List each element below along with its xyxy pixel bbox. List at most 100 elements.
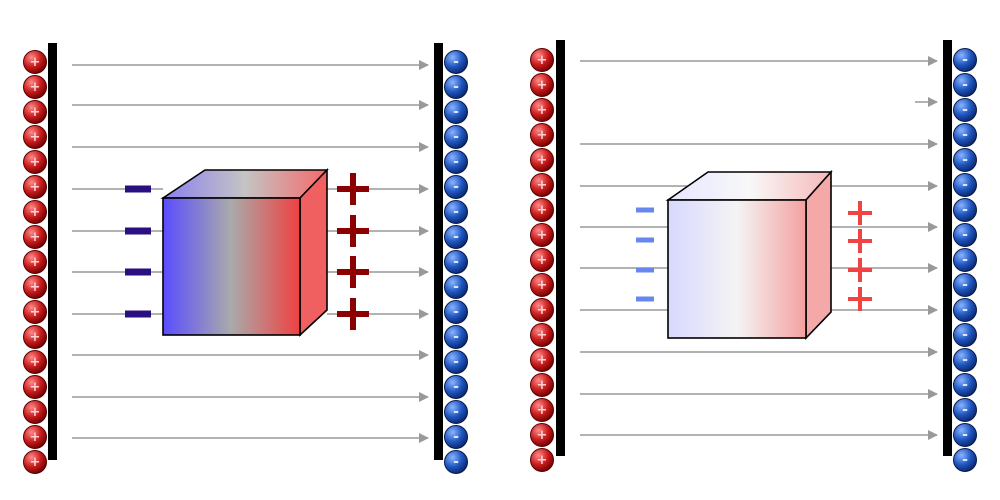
positive-charge: + — [23, 325, 47, 349]
block-top-face — [160, 169, 329, 199]
induced-minus-sign — [636, 237, 654, 243]
conductor-panel: +++++++++++++++++ ----------------- — [23, 43, 468, 474]
induced-positive-charges — [337, 173, 369, 330]
positive-charge: + — [23, 400, 47, 424]
negative-charge: - — [953, 348, 977, 372]
positive-charge: + — [23, 375, 47, 399]
positive-charge: + — [530, 73, 554, 97]
positive-charge: + — [530, 98, 554, 122]
positive-charge: + — [530, 448, 554, 472]
negative-plate — [943, 40, 952, 456]
negative-charge: - — [953, 423, 977, 447]
positive-charge: + — [23, 350, 47, 374]
negative-charge: - — [444, 375, 468, 399]
negative-charge: - — [953, 398, 977, 422]
induced-plus-sign — [337, 173, 369, 205]
induced-plus-sign — [337, 298, 369, 330]
negative-charge: - — [444, 225, 468, 249]
positive-plate — [48, 43, 57, 460]
negative-charge: - — [444, 200, 468, 224]
positive-plate-charges: +++++++++++++++++ — [23, 50, 47, 474]
block-side-face — [299, 168, 328, 337]
negative-charge: - — [444, 325, 468, 349]
block-front-face — [667, 199, 807, 339]
negative-charge: - — [444, 300, 468, 324]
negative-charge: - — [953, 298, 977, 322]
positive-charge: + — [530, 123, 554, 147]
negative-charge: - — [953, 448, 977, 472]
induced-plus-sign — [848, 258, 872, 282]
induced-negative-charges — [125, 185, 151, 318]
negative-charge: - — [444, 450, 468, 474]
induced-minus-sign — [636, 207, 654, 213]
conductor-block — [160, 168, 329, 337]
negative-charge: - — [444, 425, 468, 449]
negative-charge: - — [953, 148, 977, 172]
negative-charge: - — [953, 273, 977, 297]
induced-minus-sign — [125, 227, 151, 235]
negative-charge: - — [444, 275, 468, 299]
negative-plate-charges: ----------------- — [953, 48, 977, 472]
positive-charge: + — [530, 373, 554, 397]
positive-charge: + — [23, 250, 47, 274]
negative-charge: - — [953, 323, 977, 347]
positive-charge: + — [530, 48, 554, 72]
positive-charge: + — [530, 273, 554, 297]
positive-plate — [556, 40, 565, 456]
induced-minus-sign — [125, 185, 151, 193]
induced-plus-sign — [848, 201, 872, 225]
induced-positive-charges — [848, 201, 872, 311]
block-side-face — [805, 169, 832, 340]
positive-charge: + — [23, 425, 47, 449]
positive-charge: + — [23, 175, 47, 199]
positive-charge: + — [530, 223, 554, 247]
positive-charge: + — [530, 398, 554, 422]
negative-charge: - — [444, 250, 468, 274]
negative-charge: - — [444, 350, 468, 374]
block-front-face — [162, 197, 301, 336]
induced-plus-sign — [337, 256, 369, 288]
positive-charge: + — [23, 50, 47, 74]
positive-charge: + — [530, 148, 554, 172]
positive-charge: + — [530, 173, 554, 197]
positive-charge: + — [23, 300, 47, 324]
negative-charge: - — [444, 75, 468, 99]
induced-plus-sign — [337, 215, 369, 247]
positive-charge: + — [530, 423, 554, 447]
negative-charge: - — [953, 223, 977, 247]
negative-charge: - — [953, 173, 977, 197]
dielectric-panel: +++++++++++++++++ ----------------- — [530, 40, 977, 472]
positive-charge: + — [530, 323, 554, 347]
induced-minus-sign — [125, 310, 151, 318]
negative-charge: - — [953, 73, 977, 97]
positive-charge: + — [23, 225, 47, 249]
negative-charge: - — [444, 150, 468, 174]
induced-minus-sign — [125, 268, 151, 276]
negative-plate — [434, 43, 443, 460]
positive-plate-charges: +++++++++++++++++ — [530, 48, 554, 472]
induced-plus-sign — [848, 229, 872, 253]
negative-charge: - — [953, 373, 977, 397]
positive-charge: + — [23, 75, 47, 99]
positive-charge: + — [23, 450, 47, 474]
positive-charge: + — [530, 198, 554, 222]
negative-charge: - — [953, 98, 977, 122]
block-top-face — [665, 171, 833, 201]
positive-charge: + — [23, 200, 47, 224]
positive-charge: + — [23, 125, 47, 149]
induced-negative-charges — [636, 207, 654, 302]
induced-minus-sign — [636, 296, 654, 302]
negative-charge: - — [444, 100, 468, 124]
negative-charge: - — [444, 400, 468, 424]
negative-charge: - — [444, 175, 468, 199]
positive-charge: + — [530, 248, 554, 272]
negative-charge: - — [953, 198, 977, 222]
positive-charge: + — [530, 298, 554, 322]
dielectric-block — [665, 169, 833, 340]
negative-charge: - — [953, 123, 977, 147]
positive-charge: + — [23, 275, 47, 299]
positive-charge: + — [530, 348, 554, 372]
negative-charge: - — [444, 125, 468, 149]
induced-plus-sign — [848, 287, 872, 311]
